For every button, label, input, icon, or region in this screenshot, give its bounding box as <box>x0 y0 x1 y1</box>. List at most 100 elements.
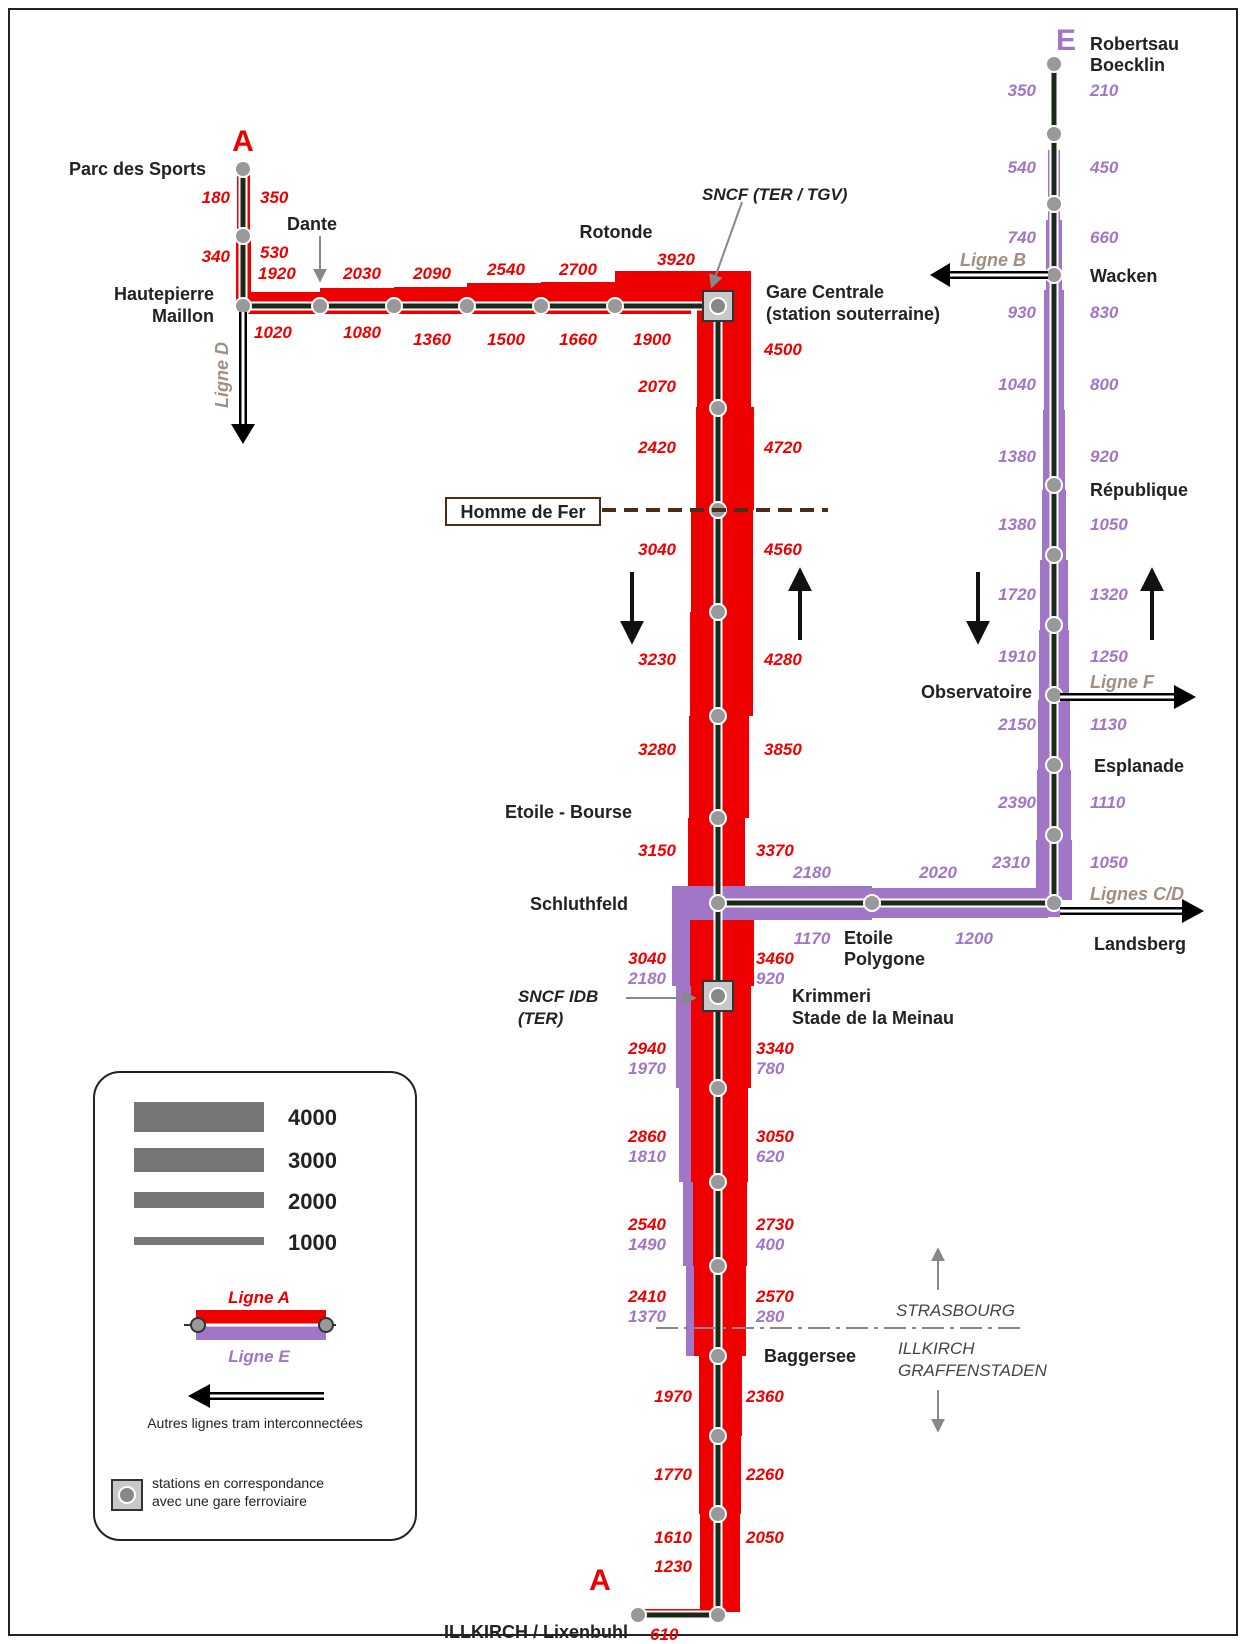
flow-value: 1500 <box>487 330 525 349</box>
flow-value: 350 <box>1008 81 1037 100</box>
flow-value: 4720 <box>763 438 802 457</box>
flow-value: 1020 <box>254 323 292 342</box>
flow-value: 620 <box>756 1147 785 1166</box>
station-hautepierre-maillon: Maillon <box>152 306 214 326</box>
flow-value: 1110 <box>1090 793 1126 812</box>
station-etoile-bourse: Etoile - Bourse <box>505 802 632 822</box>
flow-value: 2150 <box>997 715 1036 734</box>
flow-value: 2180 <box>627 969 666 988</box>
flow-value: 1170 <box>794 929 831 948</box>
flow-value: 2310 <box>991 853 1030 872</box>
city-illkirch: ILLKIRCH <box>898 1339 975 1358</box>
flow-value: 3920 <box>657 250 695 269</box>
station-wacken: Wacken <box>1090 266 1157 286</box>
station-krimmeri: Krimmeri <box>792 986 871 1006</box>
station-robertsau-sub: Boecklin <box>1090 55 1165 75</box>
city-graffenstaden: GRAFFENSTADEN <box>898 1361 1048 1380</box>
flow-value: 1970 <box>628 1059 666 1078</box>
flow-values-e: 2180 2020 1170 1200 350 540 740 930 1040… <box>792 81 1128 948</box>
flow-value: 1380 <box>998 515 1036 534</box>
flow-value: 1810 <box>628 1147 666 1166</box>
legend-rail-station: stations en correspondance <box>152 1475 324 1491</box>
station-illkirch: ILLKIRCH / Lixenbuhl <box>444 1622 628 1642</box>
flow-value: 1380 <box>998 447 1036 466</box>
rail-interchange-station-gare <box>702 290 734 322</box>
flow-value: 1040 <box>998 375 1036 394</box>
flow-value: 530 <box>260 243 289 262</box>
station-republique: République <box>1090 480 1188 500</box>
flow-value: 2420 <box>637 438 676 457</box>
legend-4000: 4000 <box>288 1105 337 1130</box>
legend-bar-2000 <box>134 1192 264 1208</box>
flow-value: 2860 <box>627 1127 666 1146</box>
station-landsberg: Landsberg <box>1094 934 1186 954</box>
line-a-top-label: A <box>232 125 254 158</box>
legend-line-e: Ligne E <box>228 1347 290 1366</box>
flow-value: 3340 <box>756 1039 794 1058</box>
flow-value: 180 <box>202 188 231 207</box>
flow-value: 2390 <box>997 793 1036 812</box>
flow-value: 1490 <box>628 1235 666 1254</box>
flow-value: 2540 <box>627 1215 666 1234</box>
flow-value: 1050 <box>1090 853 1128 872</box>
flow-value: 4560 <box>763 540 802 559</box>
legend-3000: 3000 <box>288 1148 337 1173</box>
legend-rail-station-sub: avec une gare ferroviaire <box>152 1493 307 1509</box>
flow-value: 660 <box>1090 228 1119 247</box>
ligne-f-label: Ligne F <box>1090 672 1155 692</box>
flow-value: 800 <box>1090 375 1119 394</box>
flow-value: 3370 <box>756 841 794 860</box>
flow-value: 2360 <box>745 1387 784 1406</box>
flow-value: 1720 <box>998 585 1036 604</box>
flow-value: 3230 <box>638 650 676 669</box>
legend-1000: 1000 <box>288 1230 337 1255</box>
flow-value: 1900 <box>633 330 671 349</box>
flow-value: 1970 <box>654 1387 692 1406</box>
ligne-d-label: Ligne D <box>212 342 232 408</box>
arrow-down-icon <box>231 424 255 444</box>
station-homme-de-fer: Homme de Fer <box>460 502 585 522</box>
flow-value: 2050 <box>745 1528 784 1547</box>
city-boundary <box>656 1247 1020 1433</box>
sncf-idb-label: SNCF IDB <box>518 987 598 1006</box>
flow-value: 1250 <box>1090 647 1128 666</box>
legend-box <box>93 1071 417 1541</box>
flow-value: 210 <box>1089 81 1119 100</box>
flow-value: 3850 <box>764 740 802 759</box>
legend-bar-1000 <box>134 1237 264 1245</box>
station-etoile-polygone: Etoile <box>844 928 893 948</box>
flow-value: 1910 <box>998 647 1036 666</box>
flow-value: 3040 <box>628 949 666 968</box>
flow-values-a-west: 180 340 350 530 1920 2030 2090 2540 2700… <box>202 188 696 349</box>
flow-value: 1050 <box>1090 515 1128 534</box>
legend-other-lines: Autres lignes tram interconnectées <box>147 1415 363 1431</box>
flow-value: 1230 <box>654 1557 692 1576</box>
flow-value: 4280 <box>763 650 802 669</box>
flow-value: 3280 <box>638 740 676 759</box>
flow-value: 540 <box>1008 158 1037 177</box>
flow-value: 830 <box>1090 303 1119 322</box>
flow-value: 3040 <box>638 540 676 559</box>
flow-values-south: 3040 2180 2940 1970 2860 1810 2540 1490 … <box>627 949 794 1644</box>
flow-value: 3460 <box>756 949 794 968</box>
flow-value: 2940 <box>627 1039 666 1058</box>
flow-value: 280 <box>755 1307 785 1326</box>
lignes-cd-label: Lignes C/D <box>1090 884 1184 904</box>
other-line-arrows <box>231 263 1204 923</box>
flow-value: 1360 <box>413 330 451 349</box>
flow-value: 350 <box>260 188 289 207</box>
station-observatoire: Observatoire <box>921 682 1032 702</box>
flow-value: 610 <box>650 1625 679 1644</box>
flow-value: 1200 <box>955 929 993 948</box>
flow-value: 1320 <box>1090 585 1128 604</box>
line-a-bottom-label: A <box>589 1564 611 1597</box>
line-e-label: E <box>1056 24 1076 57</box>
pointer-arrows <box>313 201 743 1005</box>
flow-value: 920 <box>756 969 785 988</box>
legend-line-a: Ligne A <box>228 1288 290 1307</box>
station-gare-centrale-sub: (station souterraine) <box>766 304 940 324</box>
flow-value: 3050 <box>756 1127 794 1146</box>
arrow-left-icon <box>188 1384 210 1408</box>
station-dante: Dante <box>287 214 337 234</box>
